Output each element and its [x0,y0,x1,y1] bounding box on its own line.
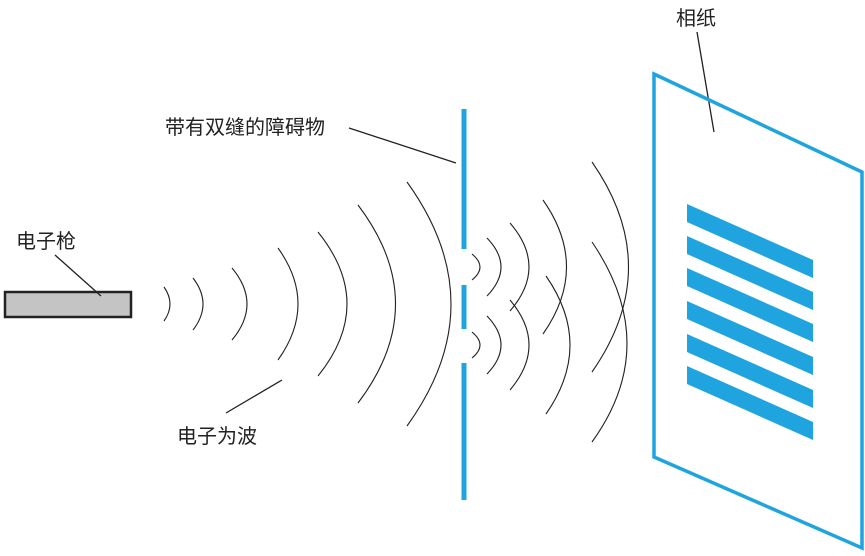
incoming-wavefront-1 [163,286,171,322]
lower-wavefront-3 [509,299,530,391]
incoming-wavefront-6 [357,204,397,404]
fringe-6 [687,366,813,440]
incoming-wavefront-4 [277,247,299,361]
lower-slit-wavefronts [471,241,628,443]
leader-lines [54,31,715,414]
upper-wavefront-4 [542,199,567,335]
wave-leader-line [225,379,283,414]
barrier-label: 带有双缝的障碍物 [165,115,325,139]
electron-gun-label: 电子枪 [16,229,76,253]
fringe-5 [687,334,813,408]
incoming-wavefront-3 [231,267,248,341]
fringe-1 [687,204,813,278]
lower-wavefront-1 [471,331,481,359]
lower-wavefront-4 [545,275,571,415]
upper-wavefront-3 [509,222,530,312]
fringe-2 [687,236,813,310]
upper-slit-wavefronts [471,161,630,373]
upper-wavefront-5 [591,161,630,373]
incoming-wavefront-2 [192,277,204,331]
incoming-wavefront-5 [317,231,348,377]
incoming-wavefront-7 [406,181,452,427]
photo-paper-screen [652,71,864,551]
photo-paper-label: 相纸 [676,6,716,30]
lower-wavefront-5 [591,241,628,443]
interference-fringes [687,204,813,440]
fringe-3 [687,268,813,342]
paper-leader-line [696,31,715,133]
upper-wavefront-2 [486,237,502,297]
gun-leader-line [54,254,102,297]
barrier-leader-line [348,127,457,164]
electron-wave-label: 电子为波 [177,424,257,448]
lower-wavefront-2 [486,315,502,375]
fringe-4 [687,301,813,375]
electron-gun [3,290,133,319]
incoming-wavefronts [163,181,452,427]
upper-wavefront-1 [471,253,481,281]
